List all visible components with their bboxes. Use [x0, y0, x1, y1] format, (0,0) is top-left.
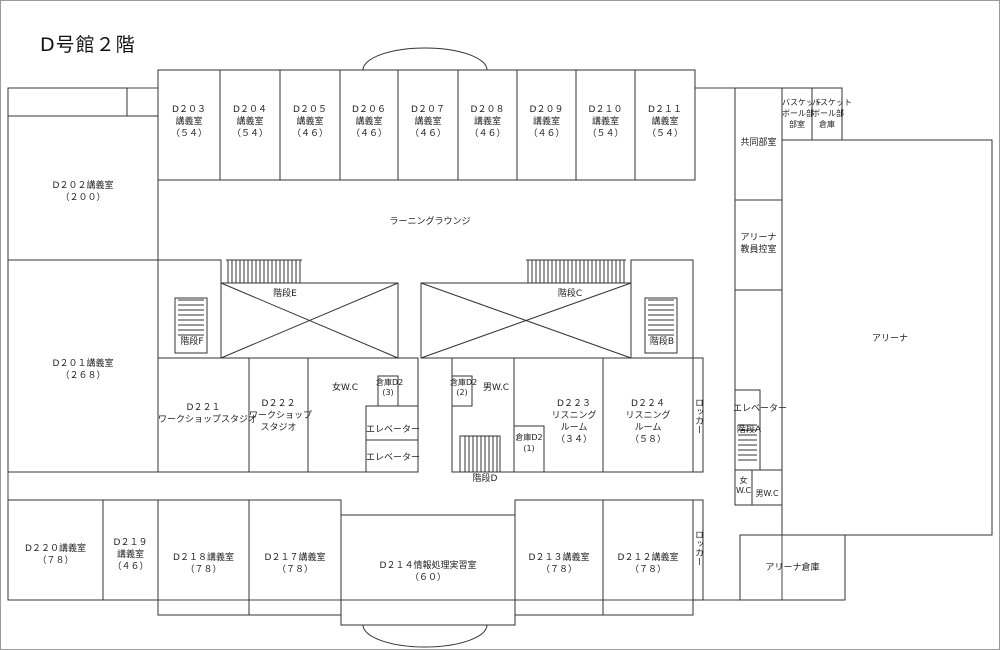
elevator-right-label: エレベーター: [733, 404, 788, 414]
room-d218: D２１８講義室（７８）: [173, 553, 234, 575]
storage-d2-2: 倉庫D2(2): [450, 378, 478, 397]
stairs-c-label: 階段C: [557, 289, 583, 299]
small-mens-wc: 男W.C: [755, 489, 779, 498]
locker-upper-label: ロッカー: [693, 398, 703, 434]
joint-club-room: 共同部室: [740, 138, 777, 148]
learning-lounge-label: ラーニングラウンジ: [389, 217, 471, 227]
arena-staff-room: アリーナ教員控室: [740, 233, 777, 255]
basketball-club-room: バスケットボール部部室: [782, 98, 822, 129]
stairs-a-label: 階段A: [736, 425, 762, 435]
womens-wc-label: 女W.C: [331, 383, 358, 393]
room-d220: D２２０講義室（７８）: [25, 544, 86, 566]
room-d217: D２１７講義室（７８）: [264, 553, 326, 575]
arena-storage-room: [739, 534, 846, 601]
mens-wc-label: 男W.C: [482, 383, 509, 393]
locker-upper: [692, 357, 704, 473]
room-d202: D２０２講義室（２００）: [52, 181, 114, 203]
stairs-e-label: 階段E: [273, 289, 297, 299]
elevator-1-label: エレベーター: [366, 425, 421, 435]
room-d212: D２１２講義室（７８）: [617, 553, 679, 575]
room-d213: D２１３講義室（７８）: [528, 553, 590, 575]
locker-lower: [692, 499, 704, 601]
storage-d2-3: 倉庫D2(3): [376, 378, 404, 397]
floor-title: D号館２階: [40, 34, 136, 56]
elevator-2-label: エレベーター: [366, 453, 421, 463]
arena-storage-label: アリーナ倉庫: [765, 563, 820, 573]
stairs-f-label: 階段F: [180, 337, 204, 347]
stairs-b-label: 階段B: [649, 337, 675, 347]
room-d214: D２１４情報処理実習室（６０）: [379, 561, 477, 583]
storage-d2-1: 倉庫D2(1): [515, 433, 543, 453]
room-d201: D２０１講義室（２６８）: [52, 359, 114, 381]
stairs-d-label: 階段D: [472, 474, 498, 484]
basketball-club-storage: バスケットボール部倉庫: [812, 98, 852, 129]
locker-lower-label: ロッカー: [693, 530, 703, 566]
arena-label: アリーナ: [871, 334, 908, 344]
arena-room: [781, 139, 993, 536]
